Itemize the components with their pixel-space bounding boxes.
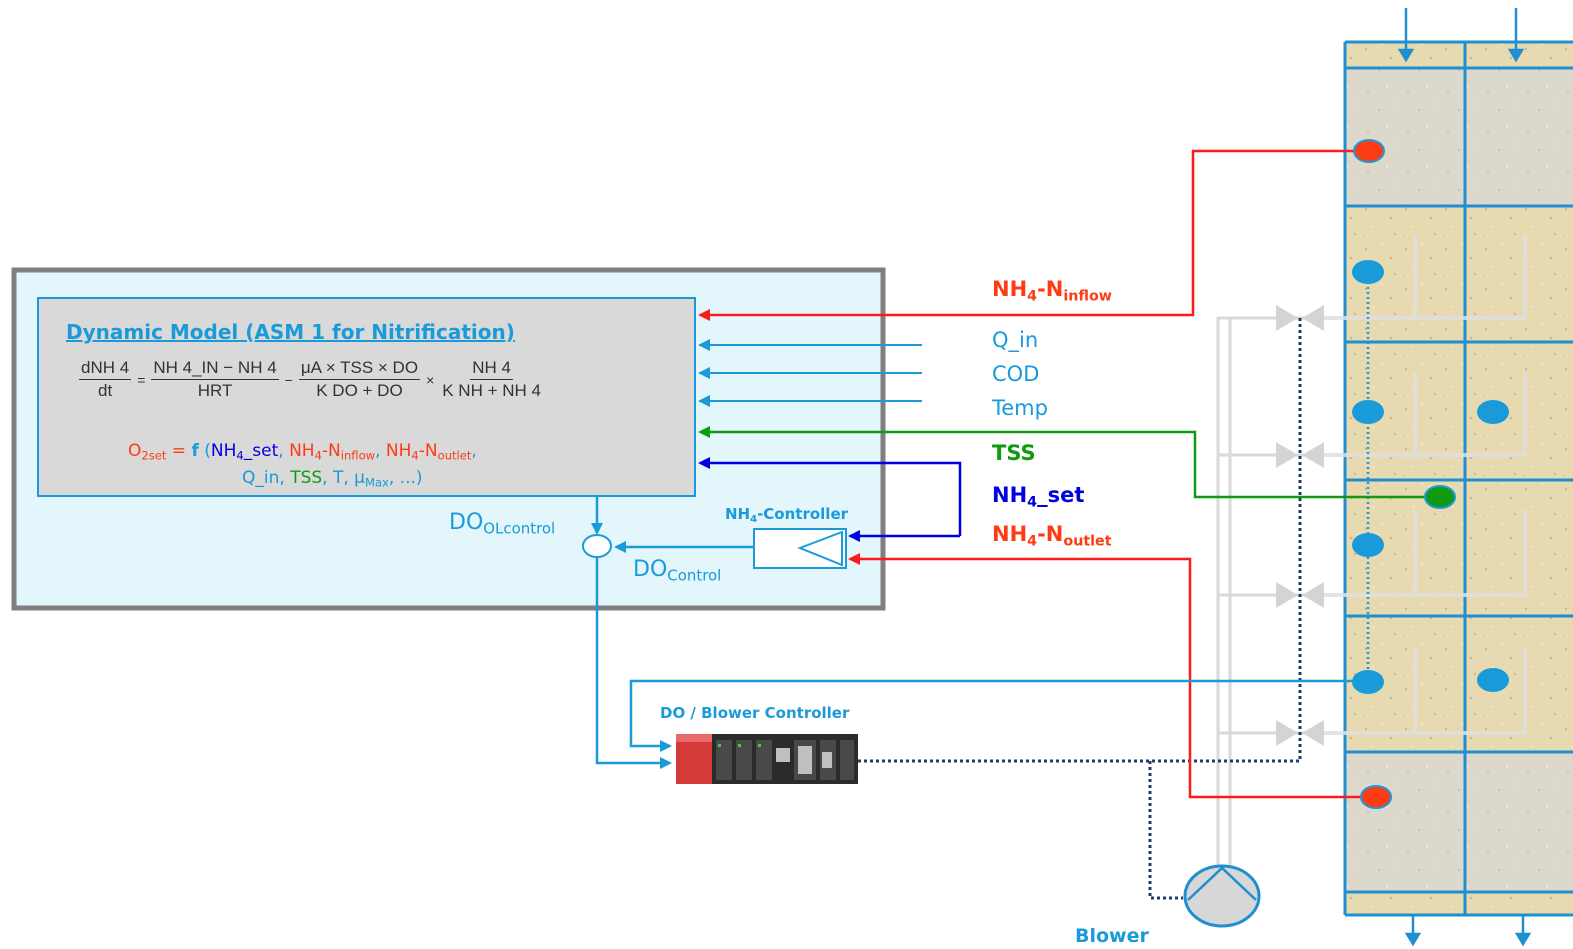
sensor-nh4-outlet bbox=[1361, 786, 1391, 808]
o2-set-formula-line2: Q_in, TSS, T, μMax, ...) bbox=[242, 468, 423, 488]
nh4-controller-block bbox=[754, 529, 846, 568]
o2-qin: Q_in, bbox=[242, 468, 290, 488]
eq-term2: μA × TSS × DO K DO + DO bbox=[299, 358, 420, 401]
nh4-outlet-label: NH4-Noutlet bbox=[992, 522, 1112, 546]
eq-lhs: dNH 4 dt bbox=[79, 358, 131, 401]
sensor-do-5 bbox=[1352, 670, 1384, 694]
eq-term1: NH 4_IN − NH 4 HRT bbox=[151, 358, 278, 401]
blower-controller-label: DO / Blower Controller bbox=[660, 704, 849, 722]
o2-label: O2set bbox=[128, 441, 166, 461]
o2-tss: TSS bbox=[290, 468, 322, 488]
sensor-nh4-inflow bbox=[1354, 140, 1384, 162]
eq-equals: = bbox=[137, 372, 145, 388]
temp-label: Temp bbox=[992, 391, 1048, 425]
q-in-label: Q_in bbox=[992, 323, 1038, 357]
valve-control-line bbox=[858, 318, 1300, 898]
cod-label: COD bbox=[992, 357, 1039, 391]
sensor-do-3 bbox=[1477, 400, 1509, 424]
eq-term3-den: K NH + NH 4 bbox=[440, 380, 543, 401]
eq-term1-den: HRT bbox=[196, 380, 235, 401]
o2-comma-2: , bbox=[375, 441, 386, 461]
blower-label: Blower bbox=[1075, 925, 1149, 947]
blower-symbol bbox=[1185, 866, 1259, 926]
sensor-do-6 bbox=[1477, 668, 1509, 692]
nh4-set-label: NH4_set bbox=[992, 483, 1084, 507]
o2-nh4out: NH4-Noutlet bbox=[386, 441, 471, 461]
o2-open: ( bbox=[199, 441, 211, 461]
o2-rest: , T, μMax, ...) bbox=[322, 468, 422, 488]
do-control-label: DOControl bbox=[633, 557, 721, 582]
o2-equals: = bbox=[166, 441, 191, 461]
nh4-controller-label: NH4-Controller bbox=[725, 505, 848, 525]
sensor-tss bbox=[1425, 486, 1455, 508]
sensor-do-1 bbox=[1352, 260, 1384, 284]
tss-label: TSS bbox=[992, 441, 1036, 465]
do-olcontrol-label: DOOLcontrol bbox=[449, 510, 555, 535]
eq-minus: − bbox=[285, 372, 293, 388]
plc-device bbox=[676, 734, 858, 784]
sensor-do-4 bbox=[1352, 533, 1384, 557]
eq-term3: NH 4 K NH + NH 4 bbox=[440, 358, 543, 401]
eq-times: × bbox=[426, 372, 434, 388]
eq-term3-num: NH 4 bbox=[470, 358, 513, 380]
nh4-inflow-label: NH4-Ninflow bbox=[992, 277, 1112, 301]
o2-comma-1: , bbox=[278, 441, 289, 461]
summing-junction bbox=[583, 535, 611, 557]
sensor-do-2 bbox=[1352, 400, 1384, 424]
o2-nh4in: NH4-Ninflow bbox=[289, 441, 375, 461]
eq-lhs-den: dt bbox=[96, 380, 114, 401]
eq-term2-num: μA × TSS × DO bbox=[299, 358, 420, 380]
o2-set-formula: O2set = f (NH4_set, NH4-Ninflow, NH4-Nou… bbox=[128, 441, 477, 461]
eq-lhs-num: dNH 4 bbox=[79, 358, 131, 380]
eq-term2-den: K DO + DO bbox=[314, 380, 404, 401]
reactor-tank bbox=[1305, 8, 1573, 944]
model-title: Dynamic Model (ASM 1 for Nitrification) bbox=[66, 320, 515, 344]
o2-nh4set: NH4_set bbox=[211, 441, 278, 461]
o2-f: f bbox=[191, 441, 198, 461]
model-equation: dNH 4 dt = NH 4_IN − NH 4 HRT − μA × TSS… bbox=[76, 358, 546, 401]
air-pipes bbox=[1218, 318, 1310, 905]
o2-comma-3: , bbox=[471, 441, 476, 461]
eq-term1-num: NH 4_IN − NH 4 bbox=[151, 358, 278, 380]
